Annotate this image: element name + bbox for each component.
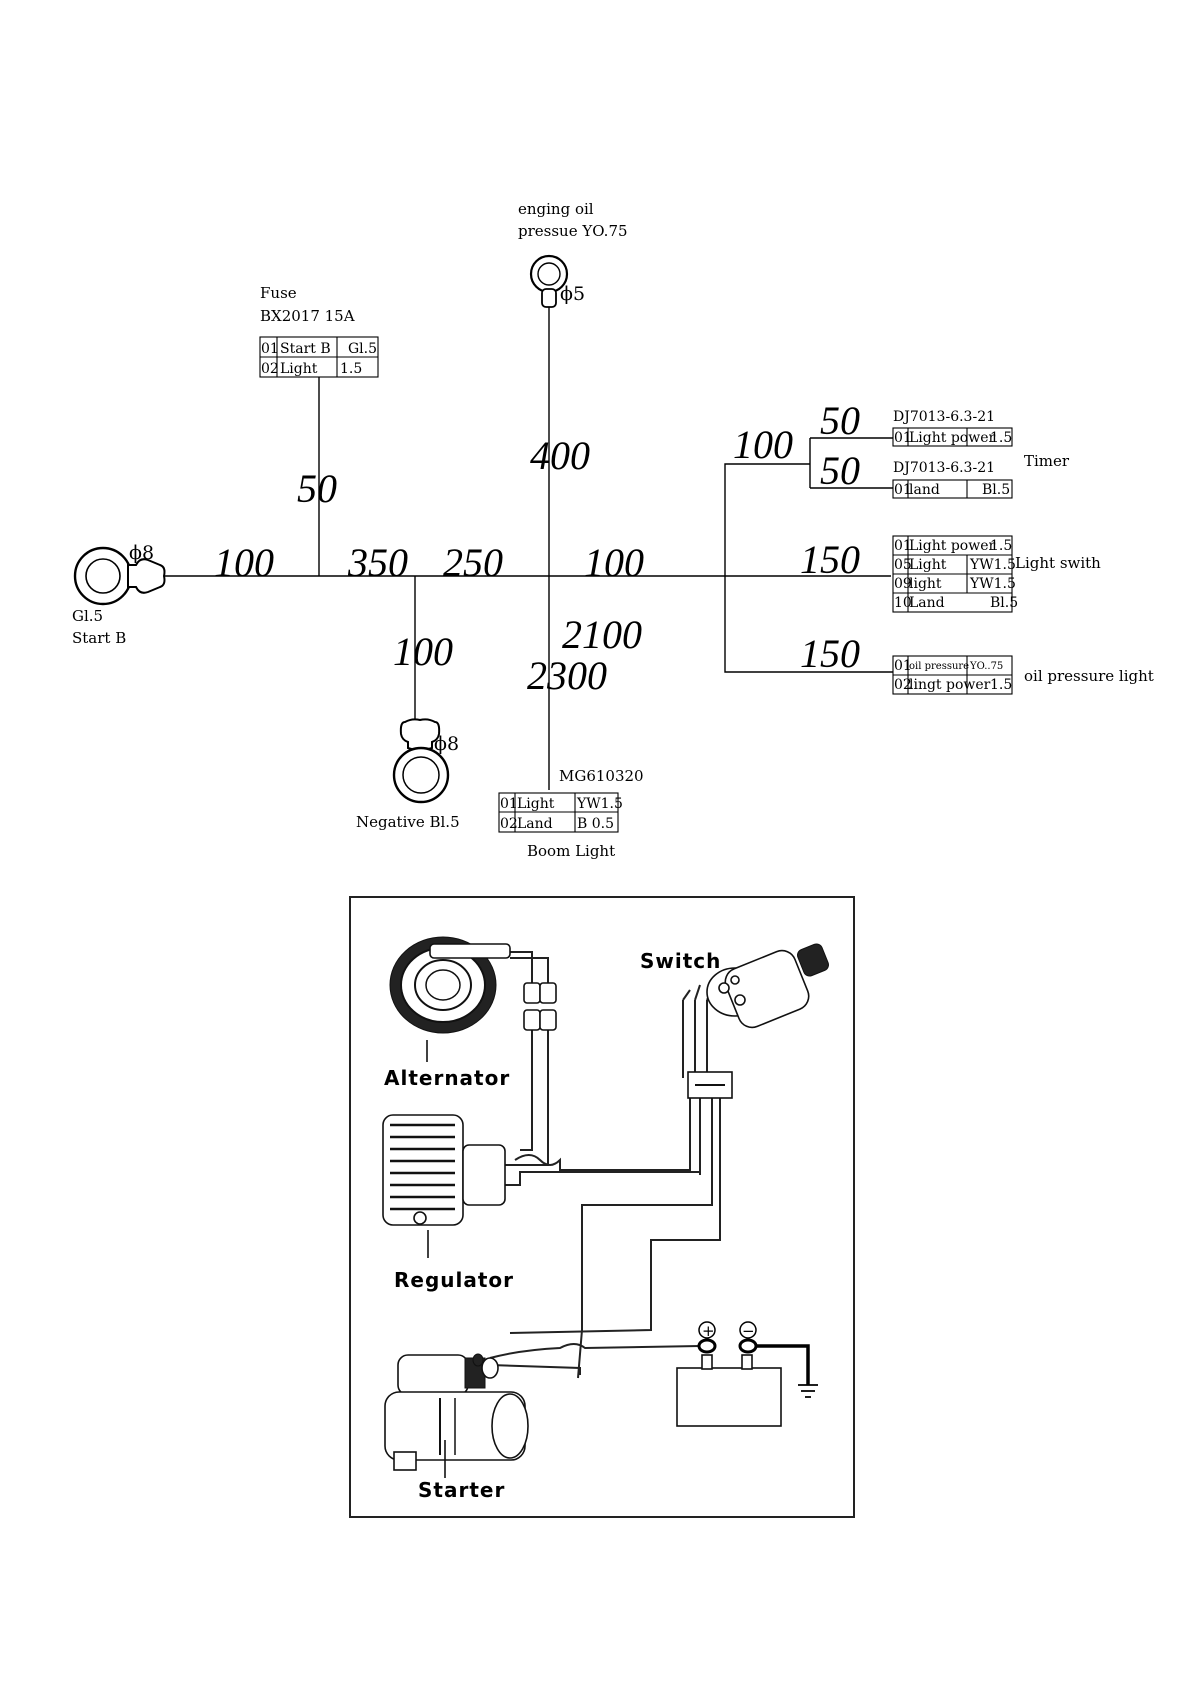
oil-light-pin-02: 02 xyxy=(894,677,912,693)
timer-table-b: 01 land Bl.5 xyxy=(892,479,1013,499)
length-2100: 2100 xyxy=(562,612,642,657)
length-oil-light: 150 xyxy=(800,631,860,676)
battery-plus-symbol: + xyxy=(702,1322,715,1340)
starter-motor-illustration xyxy=(384,1353,529,1478)
length-labels: 100 50 350 250 100 400 100 2100 2300 100… xyxy=(214,398,860,698)
oil-pressure-light-label: oil pressure light xyxy=(1024,667,1154,685)
fuse-table: 01 Start B Gl.5 02 Light 1.5 xyxy=(259,336,379,378)
oil-pressure-light-connector: 01 oil pressure YO..75 02 lingt power 1.… xyxy=(892,655,1154,695)
length-negative-drop: 100 xyxy=(393,629,453,674)
start-terminal-diameter: ϕ8 xyxy=(129,542,154,564)
light-switch-spec-05: YW1.5 xyxy=(969,557,1016,573)
light-switch-name-05: Light xyxy=(909,557,947,573)
starter-label: Starter xyxy=(418,1478,505,1502)
light-switch-name-01: Light power xyxy=(909,538,995,554)
oil-sensor-diameter: ϕ5 xyxy=(560,283,585,305)
boom-light-caption: Boom Light xyxy=(527,842,615,860)
timer-table-a: 01 Light power 1.5 xyxy=(892,427,1013,447)
negative-terminal-diameter: ϕ8 xyxy=(434,733,459,755)
length-2300: 2300 xyxy=(527,653,607,698)
light-switch-pin-10: 10 xyxy=(894,595,912,611)
length-fuse-drop: 50 xyxy=(297,466,337,511)
timer-a-name-01: Light power xyxy=(909,430,995,446)
illustration-wires xyxy=(489,951,818,1398)
oil-sensor-label-2: pressue YO.75 xyxy=(518,222,628,240)
fuse-name-01: Start B xyxy=(280,341,331,357)
light-switch-spec-10: Bl.5 xyxy=(990,595,1018,611)
light-switch-spec-01: 1.5 xyxy=(990,538,1012,554)
charging-wiring-illustration: Alternator Regulator xyxy=(349,896,855,1518)
battery-minus-symbol: − xyxy=(742,1322,755,1340)
timer-connector-a-part-no: DJ7013-6.3-21 xyxy=(893,409,995,425)
boom-spec-02: B 0.5 xyxy=(577,816,614,832)
oil-pressure-sensor: enging oil pressue YO.75 ϕ5 xyxy=(518,200,628,308)
light-switch-name-09: light xyxy=(909,576,942,592)
fuse-label: Fuse xyxy=(260,284,297,302)
fuse-pin-01: 01 xyxy=(261,341,279,357)
boom-name-02: Land xyxy=(517,816,553,832)
length-timer-a: 50 xyxy=(820,398,860,443)
negative-terminal-label: Negative Bl.5 xyxy=(356,813,460,831)
timer-a-pin-01: 01 xyxy=(894,430,912,446)
length-100-mid: 100 xyxy=(584,540,644,585)
harness-wires xyxy=(160,307,893,790)
boom-light-part-no: MG610320 xyxy=(559,767,644,785)
regulator-label: Regulator xyxy=(394,1268,514,1292)
fuse-part-label: BX2017 15A xyxy=(260,307,355,325)
oil-light-spec-02: 1.5 xyxy=(990,677,1012,693)
timer-connectors: DJ7013-6.3-21 01 Light power 1.5 DJ7013-… xyxy=(892,409,1070,499)
boom-name-01: Light xyxy=(517,796,555,812)
battery-illustration: + − xyxy=(676,1321,782,1427)
light-switch-connector: 01 Light power 1.5 05 Light YW1.5 09 lig… xyxy=(892,535,1101,613)
oil-light-pin-01: 01 xyxy=(894,658,912,674)
light-switch-pin-05: 05 xyxy=(894,557,912,573)
boom-spec-01: YW1.5 xyxy=(576,796,623,812)
fuse-name-02: Light xyxy=(280,361,318,377)
length-timer-trunk: 100 xyxy=(733,422,793,467)
length-timer-b: 50 xyxy=(820,448,860,493)
boom-pin-01: 01 xyxy=(500,796,518,812)
start-terminal-name: Start B xyxy=(72,629,126,647)
length-oil-up: 400 xyxy=(530,433,590,478)
timer-connector-b-part-no: DJ7013-6.3-21 xyxy=(893,460,995,476)
fuse-pin-02: 02 xyxy=(261,361,279,377)
timer-b-name-01: land xyxy=(909,482,940,498)
light-switch-table: 01 Light power 1.5 05 Light YW1.5 09 lig… xyxy=(892,535,1018,613)
length-start-segment: 100 xyxy=(214,540,274,585)
fuse-spec-02: 1.5 xyxy=(340,361,362,377)
light-switch-label: Light swith xyxy=(1015,554,1101,572)
length-250: 250 xyxy=(443,540,503,585)
length-350: 350 xyxy=(347,540,408,585)
oil-pressure-light-table: 01 oil pressure YO..75 02 lingt power 1.… xyxy=(892,655,1013,695)
negative-terminal: ϕ8 Negative Bl.5 xyxy=(356,718,460,831)
start-b-terminal: ϕ8 Gl.5 Start B xyxy=(72,542,166,647)
light-switch-spec-09: YW1.5 xyxy=(969,576,1016,592)
regulator-illustration xyxy=(382,1114,506,1258)
light-switch-name-10: Land xyxy=(909,595,945,611)
timer-label: Timer xyxy=(1024,452,1070,470)
light-switch-pin-01: 01 xyxy=(894,538,912,554)
oil-light-name-01: oil pressure xyxy=(909,661,969,672)
timer-b-pin-01: 01 xyxy=(894,482,912,498)
fuse-connector: Fuse BX2017 15A 01 Start B Gl.5 02 Light… xyxy=(259,284,379,378)
ignition-switch-illustration xyxy=(687,943,829,1099)
alternator-illustration xyxy=(389,936,557,1062)
alternator-label: Alternator xyxy=(384,1066,510,1090)
timer-b-spec-01: Bl.5 xyxy=(982,482,1010,498)
boom-light-connector: MG610320 01 Light YW1.5 02 Land B 0.5 Bo… xyxy=(498,767,644,860)
timer-a-spec-01: 1.5 xyxy=(990,430,1012,446)
oil-light-spec-01: YO..75 xyxy=(969,661,1003,672)
boom-light-table: 01 Light YW1.5 02 Land B 0.5 xyxy=(498,792,623,833)
boom-pin-02: 02 xyxy=(500,816,518,832)
light-switch-pin-09: 09 xyxy=(894,576,912,592)
switch-label: Switch xyxy=(640,949,721,973)
start-terminal-gauge: Gl.5 xyxy=(72,607,103,625)
length-light-switch: 150 xyxy=(800,537,860,582)
fuse-spec-01: Gl.5 xyxy=(348,341,377,357)
oil-sensor-label-1: enging oil xyxy=(518,200,594,218)
oil-light-name-02: lingt power xyxy=(909,677,991,693)
